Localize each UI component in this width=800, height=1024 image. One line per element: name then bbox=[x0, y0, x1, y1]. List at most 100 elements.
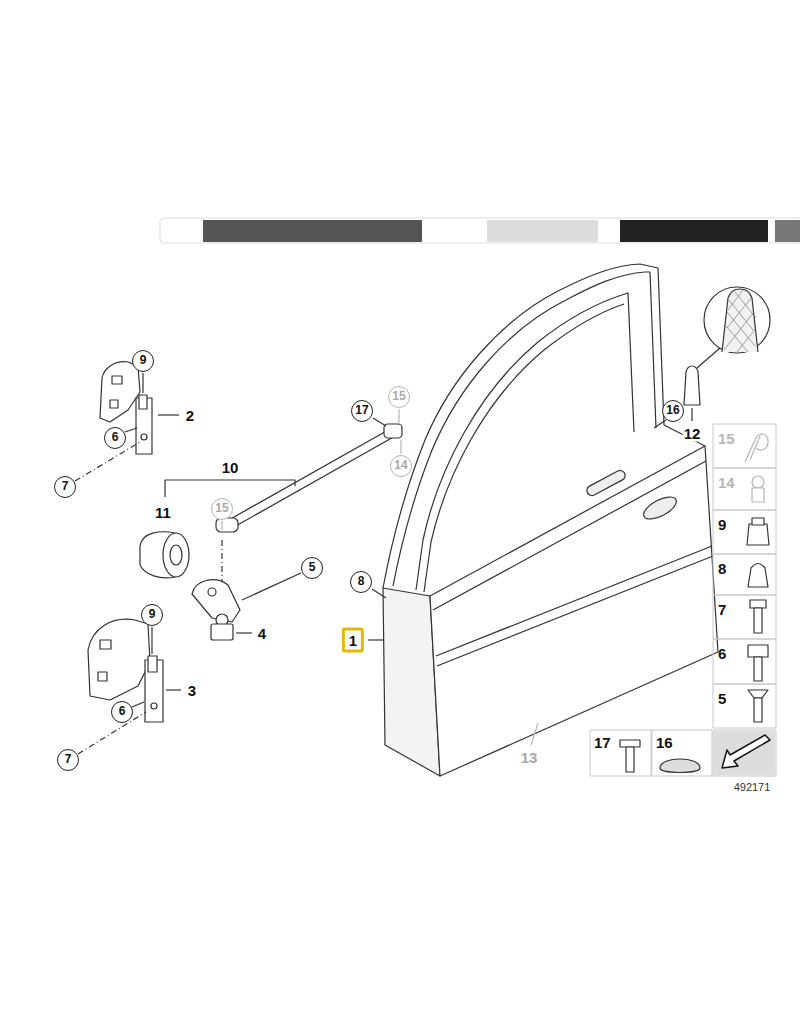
part-table-number: 16 bbox=[656, 734, 673, 751]
callout-number: 2 bbox=[185, 407, 195, 424]
diagram-number: 492171 bbox=[734, 781, 771, 793]
strip-thumb bbox=[203, 220, 422, 242]
callout-number: 3 bbox=[187, 682, 197, 699]
leader-line bbox=[75, 442, 140, 481]
callout-number: 1 bbox=[342, 628, 364, 653]
plug-icon bbox=[660, 759, 700, 773]
hinge-hole bbox=[112, 376, 122, 384]
leader-line bbox=[151, 627, 152, 654]
callout-number: 7 bbox=[54, 476, 76, 498]
moulding-line bbox=[436, 546, 712, 656]
hinge-pin bbox=[139, 395, 147, 409]
callout-number: 13 bbox=[520, 749, 539, 766]
callout-number: 6 bbox=[111, 701, 133, 723]
nut-icon bbox=[752, 518, 764, 525]
part-table-number: 9 bbox=[718, 516, 726, 533]
leader-line bbox=[221, 521, 222, 530]
leader-line bbox=[531, 723, 538, 745]
part-table-number: 6 bbox=[718, 645, 726, 662]
screw-icon bbox=[754, 608, 762, 633]
handle-recess bbox=[640, 492, 679, 523]
bolt-icon bbox=[626, 747, 634, 772]
nut bbox=[211, 624, 233, 640]
callout-number: 16 bbox=[662, 400, 684, 422]
callout-number: 14 bbox=[390, 455, 412, 477]
strap-end bbox=[216, 518, 238, 532]
callout-number: 11 bbox=[154, 504, 172, 521]
handle-slot bbox=[585, 469, 627, 498]
door-skin bbox=[430, 446, 718, 776]
callout-number: 8 bbox=[350, 571, 372, 593]
part-table-number: 15 bbox=[718, 430, 735, 447]
ball-stud-icon bbox=[752, 476, 764, 488]
callout-number: 6 bbox=[104, 427, 126, 449]
leader-line bbox=[368, 639, 384, 640]
bolt-icon bbox=[754, 657, 762, 681]
ball-stud-icon bbox=[752, 488, 764, 502]
bolt-icon bbox=[620, 740, 640, 747]
trim-piece bbox=[684, 366, 700, 405]
leader-line bbox=[398, 409, 399, 423]
bolt-icon bbox=[748, 645, 768, 657]
screw-icon bbox=[750, 600, 766, 608]
callout-number: 9 bbox=[141, 604, 163, 626]
leader-line bbox=[142, 373, 143, 393]
hinge-hole bbox=[110, 400, 118, 408]
image-strip bbox=[160, 218, 800, 243]
leader-line bbox=[158, 414, 179, 415]
moulding-line bbox=[437, 556, 713, 666]
nut-icon bbox=[747, 524, 769, 545]
parts-table bbox=[590, 424, 776, 776]
leader-line bbox=[166, 689, 181, 690]
leader-line bbox=[400, 440, 401, 454]
hinge-hole bbox=[141, 434, 147, 440]
leader-line bbox=[236, 632, 252, 633]
group-bracket bbox=[165, 480, 295, 497]
leader-line bbox=[373, 418, 386, 426]
bracket-hole bbox=[208, 588, 216, 596]
leader-line bbox=[125, 428, 137, 432]
buffer bbox=[163, 533, 189, 577]
callout-number: 12 bbox=[683, 425, 702, 442]
door-skin-line bbox=[433, 461, 706, 610]
callout-number: 5 bbox=[301, 557, 323, 579]
strip-thumb bbox=[775, 220, 800, 242]
callout-number: 7 bbox=[57, 749, 79, 771]
callout-number: 15 bbox=[211, 498, 233, 520]
hinge-hole bbox=[98, 672, 107, 681]
callout-number: 15 bbox=[388, 386, 410, 408]
grille-hatch bbox=[724, 290, 756, 352]
leader-line bbox=[372, 589, 386, 598]
callout-number: 17 bbox=[351, 400, 373, 422]
arrow-icon bbox=[722, 735, 770, 768]
strip-thumb bbox=[620, 220, 768, 242]
buffer bbox=[170, 545, 182, 565]
part-table-number: 17 bbox=[594, 734, 611, 751]
leader-line bbox=[132, 702, 144, 707]
countersunk-icon bbox=[754, 698, 762, 722]
check-strap bbox=[234, 434, 390, 522]
leader-line bbox=[691, 408, 692, 421]
strip-thumb bbox=[487, 220, 598, 242]
hinge-hole bbox=[151, 703, 157, 709]
part-table-number: 5 bbox=[718, 690, 726, 707]
part-table-number: 14 bbox=[718, 474, 735, 491]
magnifier bbox=[704, 287, 770, 353]
arrow-cell bbox=[714, 731, 775, 775]
hinge-pin bbox=[148, 656, 157, 672]
hinge bbox=[88, 619, 150, 700]
magnifier-line bbox=[697, 348, 720, 368]
check-strap bbox=[234, 434, 390, 522]
hinge-hole bbox=[100, 640, 111, 649]
strap-end bbox=[384, 424, 402, 438]
clip-icon bbox=[750, 436, 760, 460]
callout-number: 10 bbox=[221, 459, 240, 476]
leader-line bbox=[242, 573, 301, 600]
clip-icon bbox=[745, 434, 768, 462]
leader-line bbox=[654, 420, 666, 428]
callout-number: 9 bbox=[132, 350, 154, 372]
part-table-number: 7 bbox=[718, 601, 726, 618]
part-table-number: 8 bbox=[718, 560, 726, 577]
